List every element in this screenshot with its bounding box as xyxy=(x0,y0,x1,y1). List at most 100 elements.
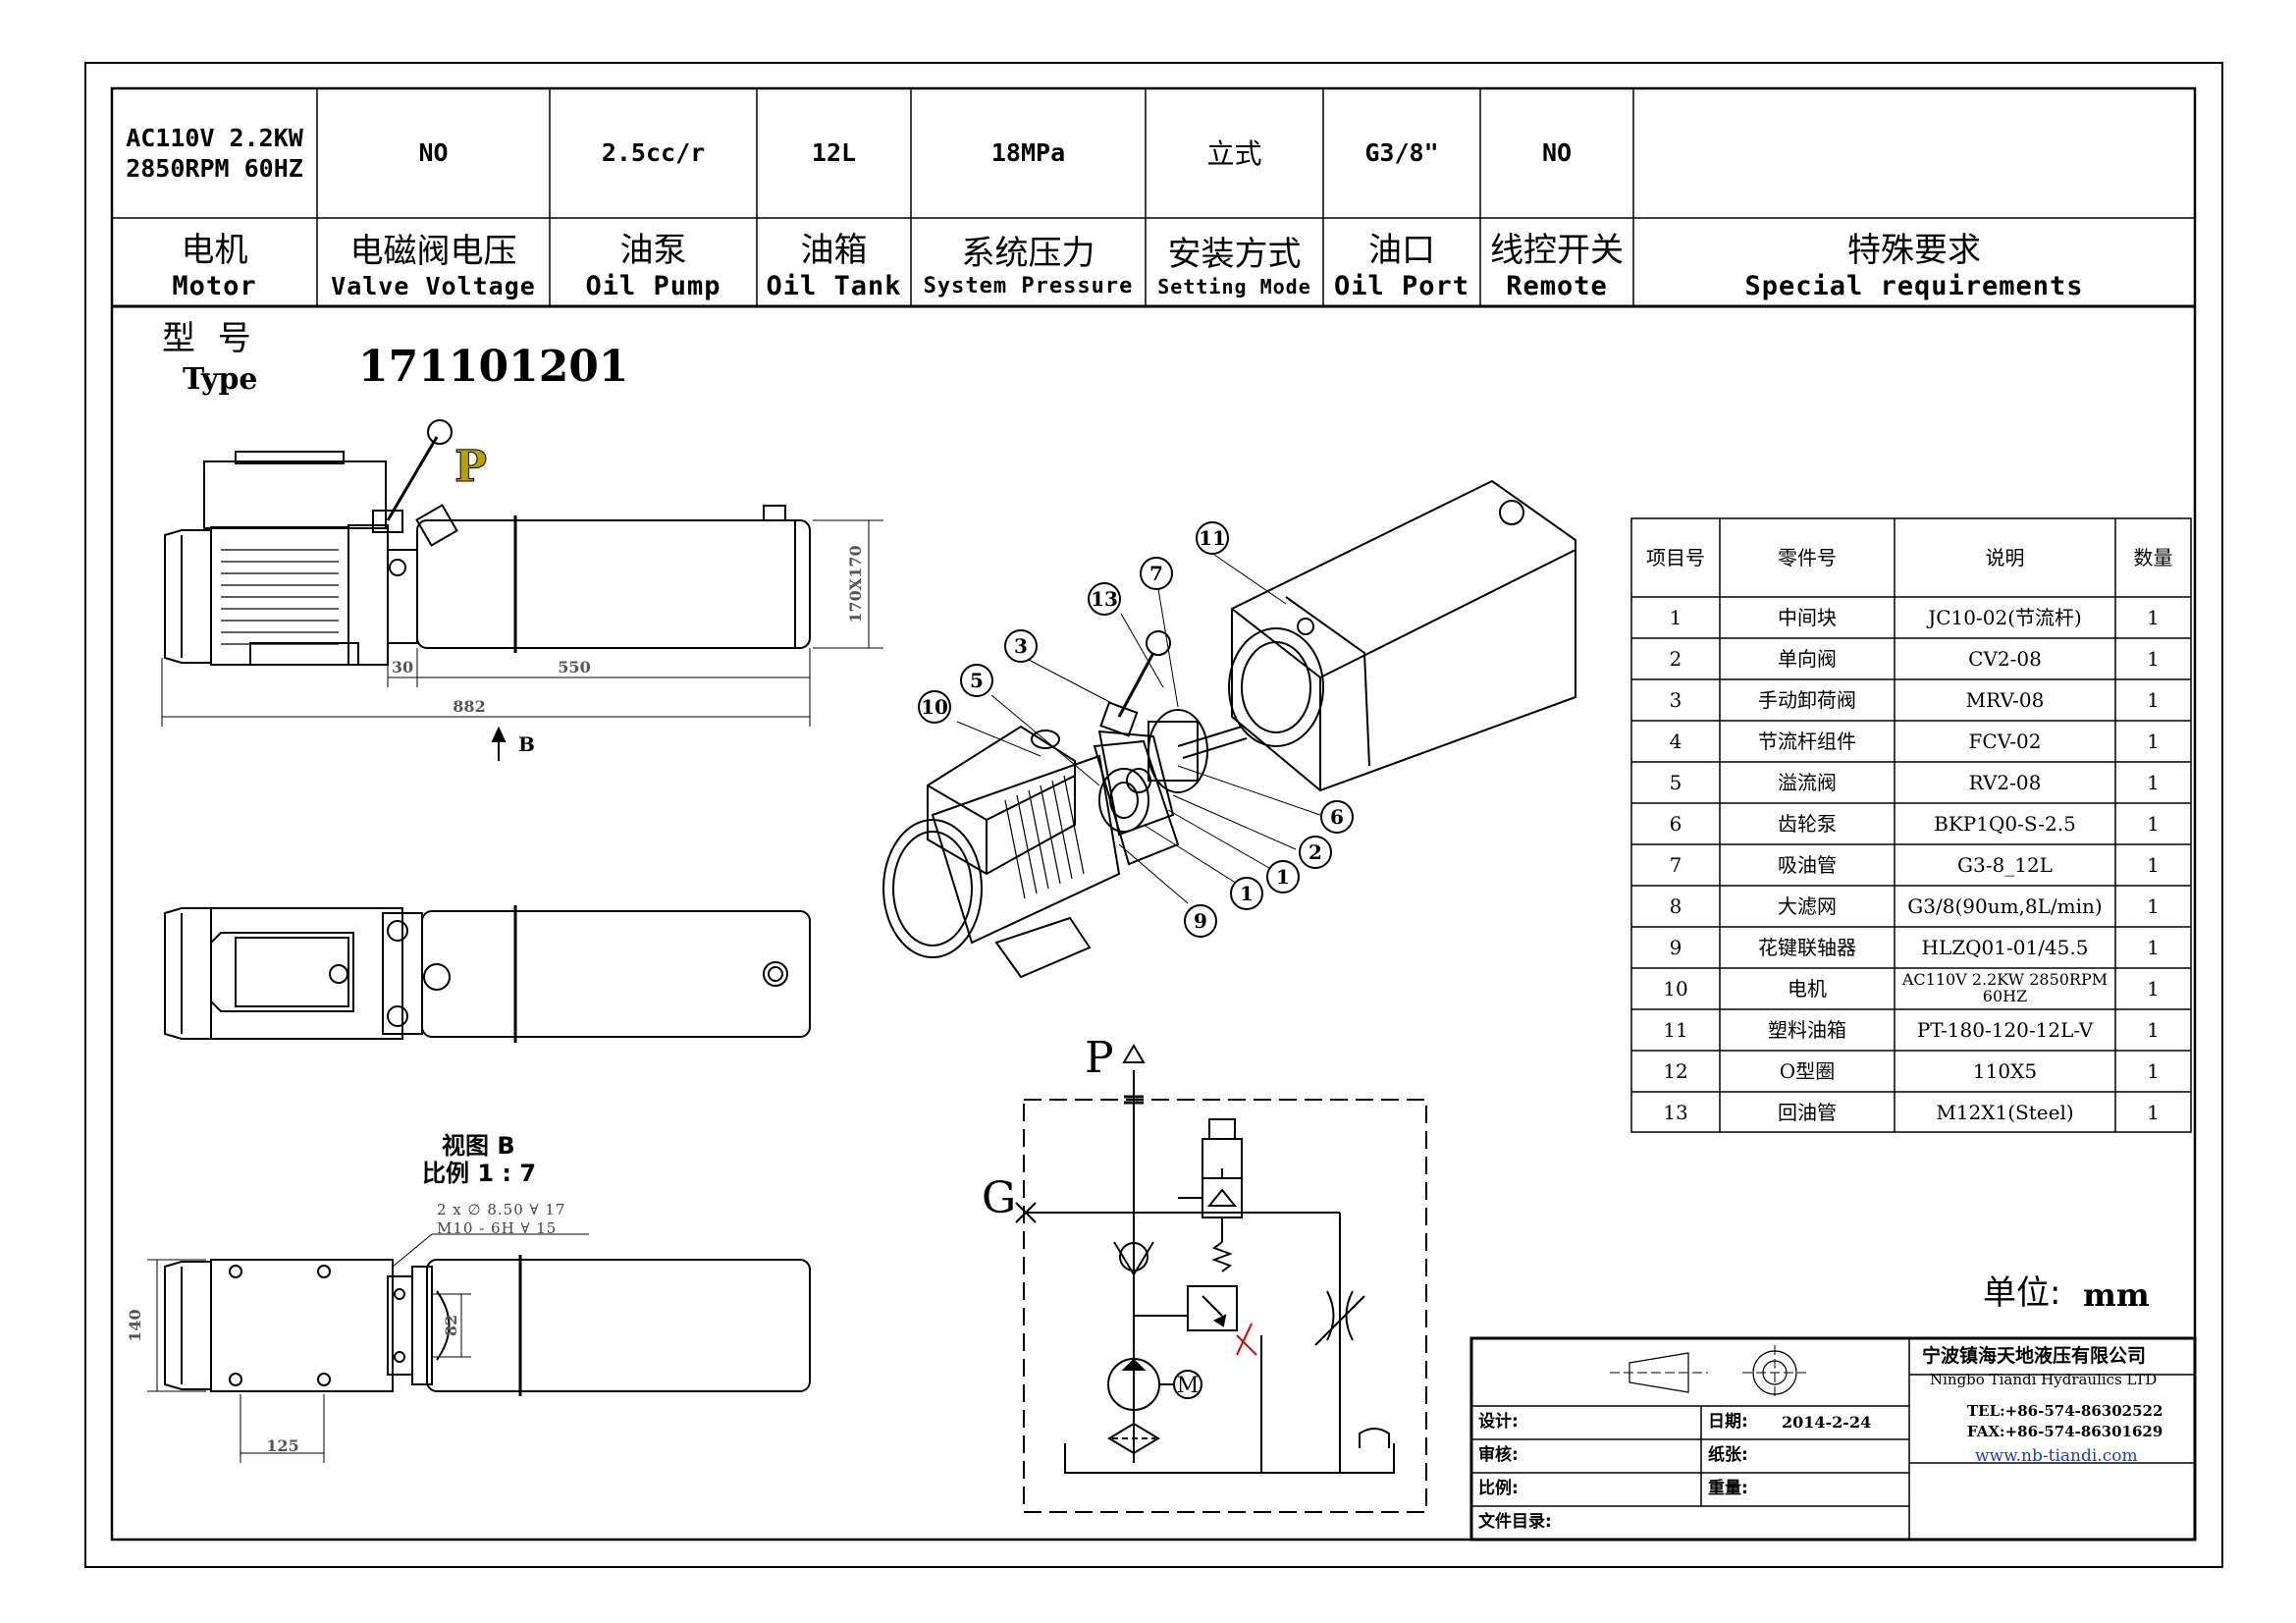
date-label: 日期: xyxy=(1708,1412,1748,1432)
parts-cell-item: 8 xyxy=(1669,893,1682,918)
parts-cell-item: 5 xyxy=(1669,770,1682,794)
parts-cell-desc: CV2-08 xyxy=(1968,646,2042,671)
unit-value: mm xyxy=(2083,1276,2150,1314)
parts-cell-qty: 1 xyxy=(2147,1017,2160,1042)
parts-cell-desc: G3-8_12L xyxy=(1957,852,2053,877)
parts-cell-desc: AC110V 2.2KW 2850RPM 60HZ xyxy=(1901,970,2109,1005)
dim-140: 140 xyxy=(126,1309,144,1341)
hole-callout-2: M10 - 6H ∀ 15 xyxy=(437,1219,558,1237)
scale-label: 比例: xyxy=(1478,1479,1519,1498)
spec-oil-port-value: G3/8" xyxy=(1364,138,1439,168)
parts-cell-qty: 1 xyxy=(2147,1100,2160,1124)
parts-cell-partno: 齿轮泵 xyxy=(1778,811,1837,836)
date-value: 2014-2-24 xyxy=(1782,1413,1872,1432)
parts-cell-partno: O型圈 xyxy=(1779,1058,1836,1083)
parts-cell-item: 12 xyxy=(1663,1058,1688,1083)
parts-header-desc: 说明 xyxy=(1985,545,2025,569)
spec-valve-voltage-value: NO xyxy=(418,138,449,168)
design-label: 设计: xyxy=(1478,1412,1519,1432)
balloon-label: 1 xyxy=(1276,865,1290,889)
parts-cell-item: 1 xyxy=(1669,605,1682,629)
parts-cell-partno: 大滤网 xyxy=(1778,893,1837,918)
dim-30: 30 xyxy=(392,658,413,676)
parts-cell-item: 3 xyxy=(1669,687,1682,712)
dim-170x170: 170X170 xyxy=(846,545,865,622)
parts-cell-item: 4 xyxy=(1669,729,1682,753)
parts-header-qty: 数量 xyxy=(2133,545,2173,569)
port-p-label: P xyxy=(454,442,487,492)
parts-header-partno: 零件号 xyxy=(1778,545,1837,569)
schematic-motor-m: M xyxy=(1177,1374,1200,1398)
parts-cell-partno: 花键联轴器 xyxy=(1758,935,1856,959)
parts-cell-partno: 塑料油箱 xyxy=(1768,1017,1846,1042)
dim-82: 82 xyxy=(442,1315,460,1336)
parts-cell-item: 7 xyxy=(1669,852,1682,877)
parts-cell-partno: 中间块 xyxy=(1778,605,1837,629)
parts-cell-desc: MRV-08 xyxy=(1965,687,2045,712)
review-label: 审核: xyxy=(1478,1445,1519,1465)
parts-cell-qty: 1 xyxy=(2147,1058,2160,1083)
parts-header-item: 项目号 xyxy=(1646,545,1705,569)
parts-cell-desc: PT-180-120-12L-V xyxy=(1916,1017,2094,1042)
spec-oil-pump-value: 2.5cc/r xyxy=(601,138,706,168)
spec-remote-value: NO xyxy=(1541,138,1573,168)
company-website-link[interactable]: www.nb-tiandi.com xyxy=(1975,1446,2138,1466)
catalog-label: 文件目录: xyxy=(1478,1512,1552,1532)
balloon-label: 5 xyxy=(970,669,984,692)
balloon-label: 13 xyxy=(1091,587,1118,611)
parts-cell-desc: M12X1(Steel) xyxy=(1936,1100,2074,1124)
parts-cell-item: 11 xyxy=(1663,1017,1688,1042)
company-fax: FAX:+86-574-86301629 xyxy=(1967,1423,2163,1440)
parts-cell-item: 6 xyxy=(1669,811,1682,836)
balloon-label: 11 xyxy=(1199,526,1226,550)
schematic-port-g: G xyxy=(982,1173,1016,1223)
view-b-arrow-label: B xyxy=(518,732,535,756)
parts-cell-qty: 1 xyxy=(2147,646,2160,671)
balloon-label: 9 xyxy=(1194,909,1207,933)
dim-882: 882 xyxy=(453,697,485,716)
balloon-label: 6 xyxy=(1330,805,1344,829)
schematic-port-p: P xyxy=(1085,1033,1114,1083)
spec-special-value xyxy=(1633,88,2195,218)
parts-cell-desc: G3/8(90um,8L/min) xyxy=(1907,893,2103,918)
paper-label: 纸张: xyxy=(1708,1445,1748,1465)
parts-cell-partno: 节流杆组件 xyxy=(1758,729,1856,753)
hole-callout-1: 2 x ∅ 8.50 ∀ 17 xyxy=(437,1201,566,1218)
parts-cell-desc: JC10-02(节流杆) xyxy=(1928,605,2082,629)
view-b-scale: 比例 1 : 7 xyxy=(422,1160,537,1187)
parts-cell-qty: 1 xyxy=(2147,893,2160,918)
parts-cell-qty: 1 xyxy=(2147,935,2160,959)
balloon-label: 10 xyxy=(921,695,948,719)
model-label-cn: 型 号 xyxy=(162,319,257,358)
parts-cell-qty: 1 xyxy=(2147,852,2160,877)
parts-cell-qty: 1 xyxy=(2147,605,2160,629)
parts-cell-qty: 1 xyxy=(2147,729,2160,753)
spec-oil-tank-value: 12L xyxy=(811,138,857,168)
parts-cell-desc: RV2-08 xyxy=(1968,770,2042,794)
balloon-label: 7 xyxy=(1149,562,1163,585)
view-b-title: 视图 B xyxy=(442,1132,515,1160)
parts-cell-desc: BKP1Q0-S-2.5 xyxy=(1934,811,2076,836)
parts-cell-partno: 溢流阀 xyxy=(1778,770,1837,794)
parts-cell-desc: FCV-02 xyxy=(1968,729,2042,753)
parts-cell-item: 10 xyxy=(1663,976,1688,1001)
parts-cell-qty: 1 xyxy=(2147,976,2160,1001)
parts-cell-item: 9 xyxy=(1669,935,1682,959)
weight-label: 重量: xyxy=(1708,1479,1748,1498)
model-label-en: Type xyxy=(183,362,258,397)
parts-cell-qty: 1 xyxy=(2147,687,2160,712)
unit-label: 单位: xyxy=(1983,1273,2061,1313)
balloon-label: 3 xyxy=(1014,634,1028,658)
parts-cell-qty: 1 xyxy=(2147,811,2160,836)
spec-system-pressure-value: 18MPa xyxy=(990,138,1066,168)
